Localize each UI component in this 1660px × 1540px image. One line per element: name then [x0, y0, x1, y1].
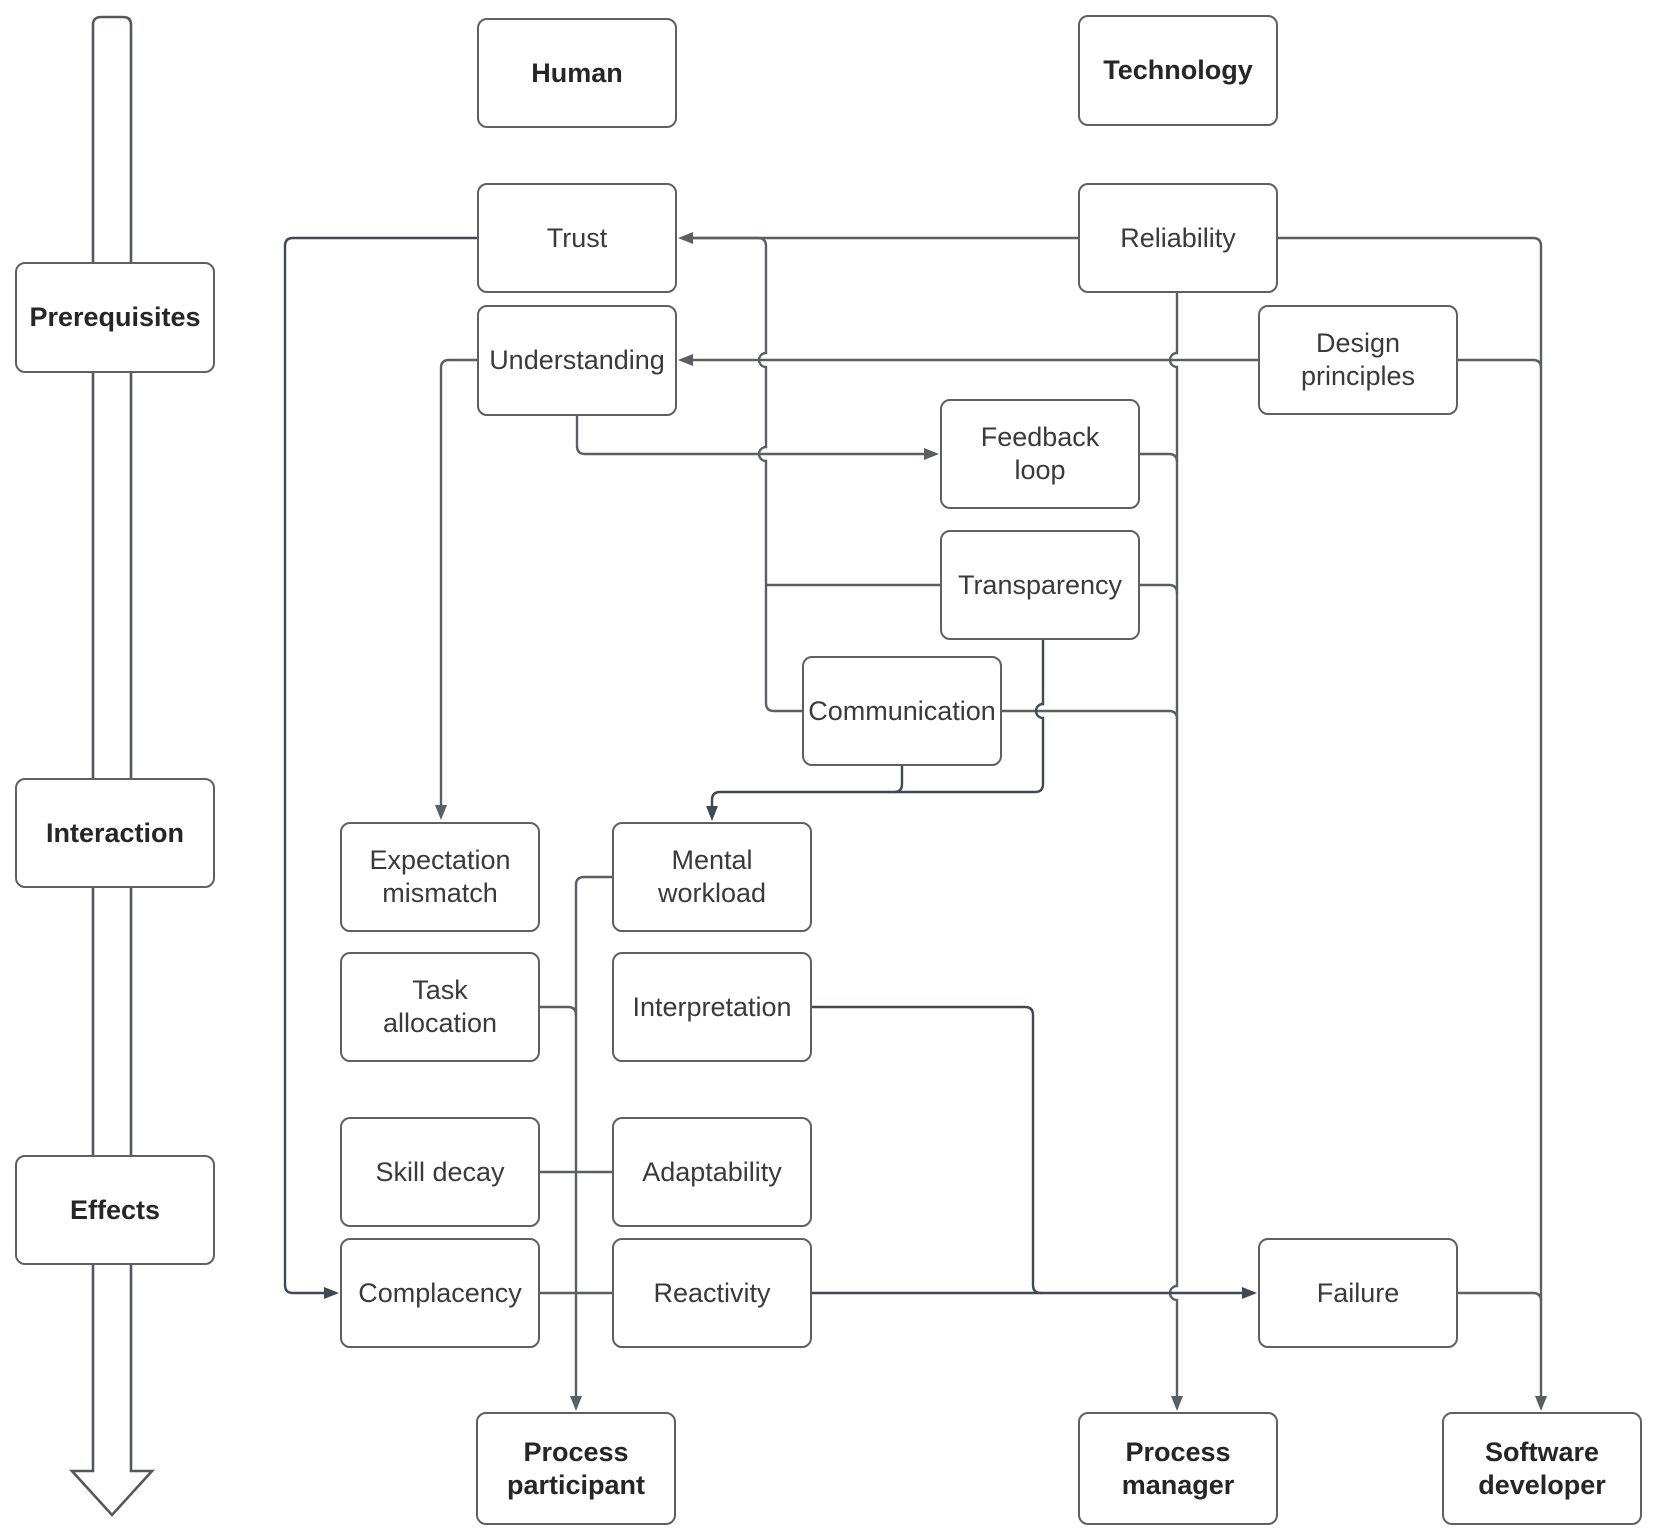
edge-understanding-feedbackloop: [575, 416, 925, 456]
edge-reliability-trust-arrowhead: [678, 232, 693, 244]
edge-designprinciples-understanding-arrowhead: [678, 354, 693, 366]
node-software-developer-label: Software developer: [1478, 1436, 1606, 1500]
node-software-developer: Software developer: [1442, 1412, 1642, 1525]
edge-reactivity-failure-arrowhead: [1242, 1287, 1257, 1299]
node-feedback-loop: Feedback loop: [940, 399, 1140, 509]
node-mental-workload-label: Mental workload: [657, 845, 767, 908]
node-trust: Trust: [477, 183, 677, 293]
node-task-allocation: Task allocation: [340, 952, 540, 1062]
edge-mentalworkload-processparticipant: [574, 875, 612, 1397]
edge-transparency-mentalworkload: [710, 640, 1045, 807]
node-human-label: Human: [531, 57, 623, 88]
node-expectation-mismatch: Expectation mismatch: [340, 822, 540, 932]
node-effects: Effects: [15, 1155, 215, 1265]
node-human: Human: [477, 18, 677, 128]
edge-communication-trust: [692, 236, 802, 713]
edge-failure-softwaredeveloper: [1458, 1291, 1543, 1302]
edge-reliability-processmanager: [1168, 293, 1179, 1397]
node-interpretation: Interpretation: [612, 952, 812, 1062]
node-prerequisites: Prerequisites: [15, 262, 215, 373]
edge-interpretation-failure: [812, 1005, 1042, 1295]
node-transparency-label: Transparency: [957, 569, 1123, 600]
node-interpretation-label: Interpretation: [632, 991, 792, 1022]
node-prerequisites-label: Prerequisites: [29, 302, 201, 333]
node-failure: Failure: [1258, 1238, 1458, 1348]
edge-transparency-mentalworkload-arrowhead: [706, 806, 718, 821]
node-reactivity-label: Reactivity: [653, 1277, 771, 1308]
node-reliability: Reliability: [1078, 183, 1278, 293]
node-interaction-label: Interaction: [45, 817, 185, 848]
edge-communication-mentalworkload: [893, 766, 904, 794]
node-transparency: Transparency: [940, 530, 1140, 640]
node-complacency-label: Complacency: [358, 1277, 522, 1308]
edge-reliability-processmanager-arrowhead: [1171, 1396, 1183, 1411]
stage-timeline-arrow: [69, 15, 155, 1517]
node-task-allocation-label: Task allocation: [382, 975, 498, 1038]
node-design-principles: Design principles: [1258, 305, 1458, 415]
node-process-participant: Process participant: [476, 1412, 676, 1525]
edge-understanding-expectationmismatch: [439, 358, 477, 806]
node-trust-label: Trust: [546, 222, 608, 253]
node-understanding: Understanding: [477, 305, 677, 416]
edge-understanding-feedbackloop-arrowhead: [924, 448, 939, 460]
node-adaptability-label: Adaptability: [642, 1156, 782, 1187]
node-feedback-loop-label: Feedback loop: [980, 422, 1100, 485]
node-adaptability: Adaptability: [612, 1117, 812, 1227]
node-effects-label: Effects: [69, 1194, 161, 1225]
node-process-manager-label: Process manager: [1121, 1436, 1235, 1500]
edge-reliability-softwaredeveloper: [1278, 236, 1543, 1397]
node-understanding-label: Understanding: [489, 345, 665, 376]
edge-taskallocation-processparticipant: [540, 1005, 578, 1016]
node-technology: Technology: [1078, 15, 1278, 126]
node-communication: Communication: [802, 656, 1002, 766]
edge-understanding-expectationmismatch-arrowhead: [435, 805, 447, 820]
edge-reliability-softwaredeveloper-arrowhead: [1535, 1396, 1547, 1411]
edge-trust-complacency: [283, 236, 477, 1295]
node-communication-label: Communication: [808, 695, 996, 726]
edge-feedbackloop-processmanager: [1140, 452, 1179, 463]
node-reliability-label: Reliability: [1120, 222, 1236, 253]
edge-designprinciples-softwaredeveloper: [1458, 358, 1543, 369]
node-design-principles-label: Design principles: [1300, 328, 1416, 391]
edge-transparency-processmanager: [1140, 583, 1179, 594]
node-mental-workload: Mental workload: [612, 822, 812, 932]
edge-mentalworkload-processparticipant-arrowhead: [570, 1396, 582, 1411]
node-reactivity: Reactivity: [612, 1238, 812, 1348]
node-technology-label: Technology: [1103, 55, 1253, 86]
edge-trust-complacency-arrowhead: [324, 1287, 339, 1299]
node-skill-decay: Skill decay: [340, 1117, 540, 1227]
node-expectation-mismatch-label: Expectation mismatch: [369, 845, 511, 908]
node-interaction: Interaction: [15, 778, 215, 888]
node-process-manager: Process manager: [1078, 1412, 1278, 1525]
node-complacency: Complacency: [340, 1238, 540, 1348]
node-skill-decay-label: Skill decay: [375, 1156, 505, 1187]
node-failure-label: Failure: [1316, 1277, 1400, 1308]
node-process-participant-label: Process participant: [506, 1436, 646, 1500]
edge-communication-processmanager: [1002, 709, 1179, 720]
